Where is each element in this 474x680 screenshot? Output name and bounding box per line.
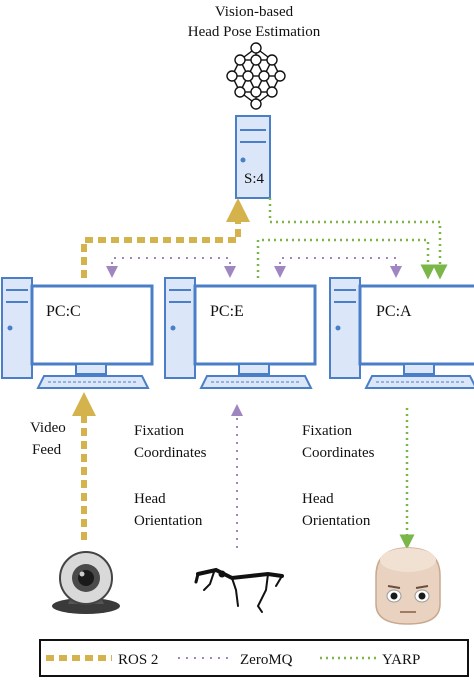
pce-head-line-2: Orientation xyxy=(134,513,203,529)
server-tower xyxy=(235,115,271,199)
legend-label-yarp: YARP xyxy=(382,652,420,668)
title-line-1: Vision-based xyxy=(215,4,294,20)
computer-pc-e xyxy=(163,276,317,390)
pce-fixation-line-2: Coordinates xyxy=(134,445,207,461)
zeromq-link-pcc-pce xyxy=(106,257,236,278)
computer-pc-a xyxy=(328,276,474,390)
yarp-link-pce-pca xyxy=(256,238,436,280)
robot-head-icon xyxy=(375,547,441,625)
eye-tracker-glasses-icon xyxy=(194,567,284,613)
computer-pc-c xyxy=(0,276,154,390)
legend: ROS 2 ZeroMQ YARP xyxy=(39,639,469,677)
zeromq-link-pce-pca xyxy=(274,257,402,278)
pca-head-line-1: Head xyxy=(302,491,334,507)
video-feed-line-1: Video xyxy=(30,420,66,436)
legend-box xyxy=(39,639,469,677)
pca-fixation-line-1: Fixation xyxy=(302,423,353,439)
server-label: S:4 xyxy=(244,171,265,187)
neural-network-icon xyxy=(226,42,286,110)
yarp-link-server-pca xyxy=(268,198,448,280)
pce-head-line-1: Head xyxy=(134,491,166,507)
legend-label-ros2: ROS 2 xyxy=(118,652,158,668)
ros2-link-pcc-server xyxy=(81,198,250,278)
pc-a-label: PC:A xyxy=(376,303,412,320)
title-line-2: Head Pose Estimation xyxy=(188,24,321,40)
pc-e-label: PC:E xyxy=(210,303,244,320)
pca-fixation-line-2: Coordinates xyxy=(302,445,375,461)
pce-fixation-line-1: Fixation xyxy=(134,423,185,439)
pc-c-label: PC:C xyxy=(46,303,81,320)
legend-label-zeromq: ZeroMQ xyxy=(240,652,293,668)
video-feed-line-2: Feed xyxy=(32,442,62,458)
pca-head-line-2: Orientation xyxy=(302,513,371,529)
webcam-icon xyxy=(52,551,120,614)
